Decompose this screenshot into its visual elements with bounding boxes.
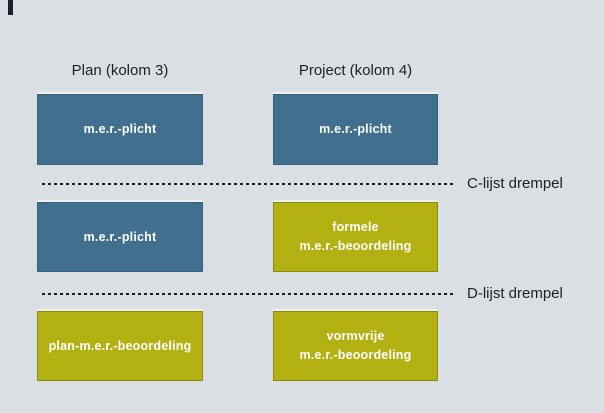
box-project-formele-mer-beoordeling: formele m.e.r.-beoordeling [273, 202, 438, 272]
corner-mark [8, 0, 13, 15]
box-project-mer-plicht-row1: m.e.r.-plicht [273, 94, 438, 165]
c-lijst-threshold-label: C-lijst drempel [467, 175, 563, 192]
box-plan-mer-plicht-row2: m.e.r.-plicht [37, 202, 203, 272]
box-label: m.e.r.-plicht [83, 122, 157, 137]
box-label-line2: m.e.r.-beoordeling [299, 239, 412, 253]
d-lijst-threshold-line [42, 293, 455, 295]
box-label-line1: formele [332, 220, 379, 235]
box-project-vormvrije-mer-beoordeling: vormvrije m.e.r.-beoordeling [273, 311, 438, 381]
box-label-line2: m.e.r.-beoordeling [299, 348, 412, 362]
box-label: m.e.r.-plicht [319, 122, 392, 137]
column-header-plan: Plan (kolom 3) [71, 62, 169, 79]
box-plan-mer-plicht-row1: m.e.r.-plicht [37, 94, 203, 165]
box-plan-mer-beoordeling: plan-m.e.r.-beoordeling [37, 311, 203, 381]
box-label-line1: vormvrije [326, 329, 385, 344]
column-header-project: Project (kolom 4) [298, 62, 413, 79]
box-label: plan-m.e.r.-beoordeling [48, 338, 192, 353]
d-lijst-threshold-label: D-lijst drempel [467, 285, 563, 302]
c-lijst-threshold-line [42, 183, 455, 185]
box-label: m.e.r.-plicht [83, 229, 157, 244]
